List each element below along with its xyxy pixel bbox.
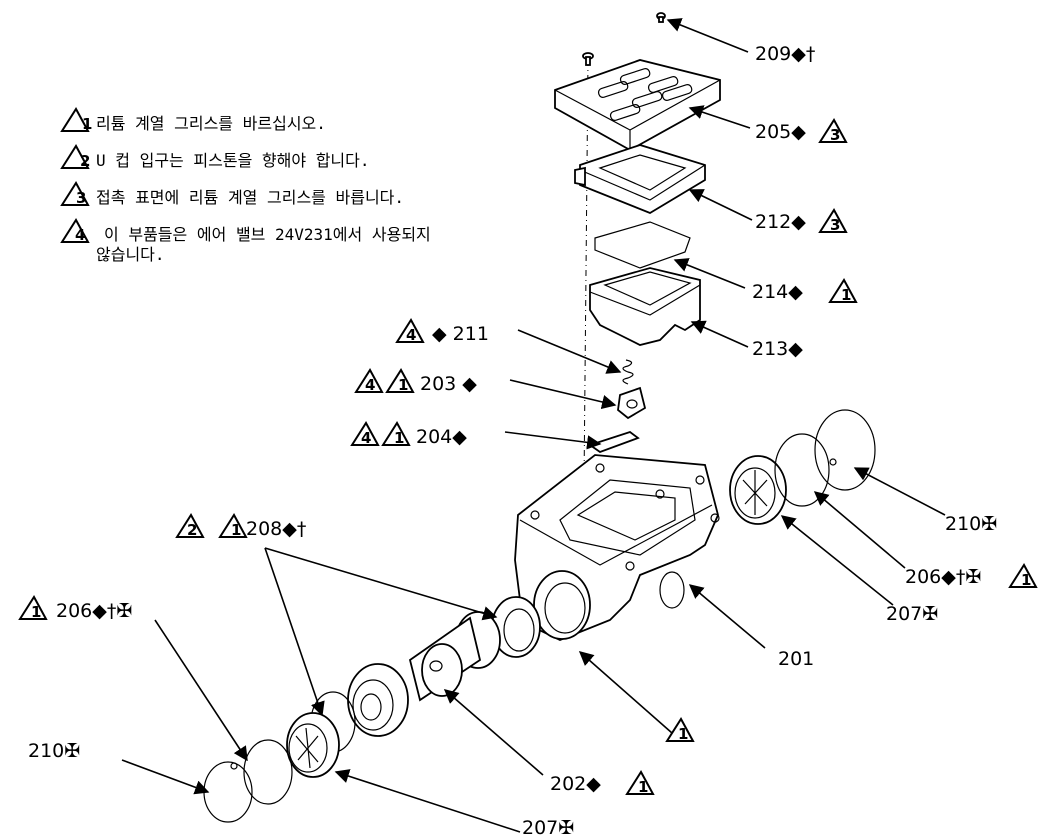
note-1: 1 리튬 계열 그리스를 바르십시오. [61,108,326,133]
label-201: 201 [778,648,814,670]
label-203-note-b: 1 [398,376,408,394]
note-2-number: 2 [80,152,90,170]
part-204-tab [588,430,640,454]
part-206-ring-left [243,739,293,805]
label-204-note-a: 4 [361,429,371,447]
label-208-note-b: 1 [231,521,241,539]
leader-lines [121,18,946,833]
label-214-note: 1 [841,286,851,304]
note-4-text-line2: 않습니다. [96,245,165,264]
label-214: 214◆ [752,281,803,303]
note-1-number: 1 [82,115,92,133]
label-202: 202◆ [550,773,601,795]
part-208-seal-large [491,596,541,658]
part-207-cap-right [729,455,787,525]
label-206-left: 206◆†✠ [56,600,132,622]
part-205-plate [554,59,721,152]
label-205: 205◆ [755,121,806,143]
label-213: 213◆ [752,338,803,360]
note-1-text: 리튬 계열 그리스를 바르십시오. [96,114,326,133]
label-208: 208◆† [246,518,306,540]
note-4-number: 4 [75,226,85,244]
part-201-housing [514,454,720,641]
note-3: 3 접촉 표면에 리튬 계열 그리스를 바릅니다. [61,182,404,207]
label-202-note: 1 [638,778,648,796]
label-206-right: 206◆†✠ [905,566,981,588]
label-203-note-a: 4 [365,376,375,394]
label-206-left-note: 1 [31,603,41,621]
notes-block: 1 리튬 계열 그리스를 바르십시오. 2 U 컵 입구는 피스톤을 향해야 합… [61,108,431,264]
part-202-piston [347,611,501,737]
label-209: 209◆† [755,43,815,65]
part-212-frame [574,144,706,215]
part-209-screw [582,12,666,66]
label-housing-bore-note: 1 [678,725,688,743]
label-204: 204◆ [416,426,467,448]
label-211: ◆ 211 [432,323,489,345]
label-207-bottom: 207✠ [522,817,574,836]
part-213-cup [589,267,701,346]
part-203-block [617,386,647,420]
part-206-ring-right [774,433,830,507]
note-4: 4 이 부품들은 에어 밸브 24V231에서 사용되지 않습니다. [61,219,431,264]
callout-labels: 209◆† 205◆ 3 212◆ 3 214◆ 1 213◆ 4 ◆ 211 … [19,43,1037,836]
label-205-note: 3 [830,126,840,144]
label-208-note-a: 2 [187,521,197,539]
note-2-text: U 컵 입구는 피스톤을 향해야 합니다. [96,151,370,170]
label-204-note-b: 1 [394,429,404,447]
label-210-left: 210✠ [28,740,80,762]
label-211-note: 4 [406,326,416,344]
part-210-ring-right [814,409,876,491]
label-203: 203 ◆ [420,373,477,395]
part-210-ring-left [203,761,253,823]
part-214-seal [594,221,691,269]
part-211-spring [622,359,634,385]
label-207-right: 207✠ [886,603,938,625]
note-3-number: 3 [76,189,86,207]
note-4-text-line1: 이 부품들은 에어 밸브 24V231에서 사용되지 [104,225,431,244]
assembly-axis-line [582,59,589,591]
note-2: 2 U 컵 입구는 피스톤을 향해야 합니다. [61,145,370,170]
label-206-right-note: 1 [1021,571,1031,589]
part-207-cap-left [286,712,340,778]
note-3-text: 접촉 표면에 리튬 계열 그리스를 바릅니다. [96,188,404,207]
label-212: 212◆ [755,211,806,233]
label-210-right: 210✠ [945,513,997,535]
label-212-note: 3 [830,216,840,234]
